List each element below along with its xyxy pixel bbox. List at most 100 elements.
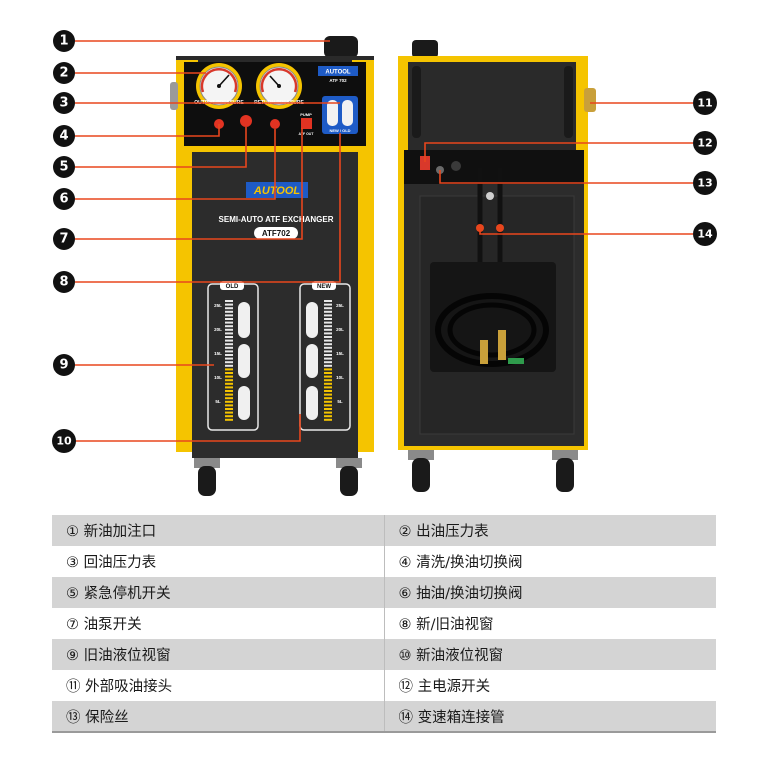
old-scale-tick — [225, 382, 233, 385]
legend-row: ⑤ 紧急停机开关 ⑥ 抽油/换油切换阀 — [52, 577, 716, 608]
svg-text:4: 4 — [59, 129, 68, 144]
new-scale-tick — [324, 318, 332, 320]
new-scale-tick — [324, 361, 332, 364]
old-scale-tick — [225, 361, 233, 364]
legend-item-13: ⑬ 保险丝 — [52, 701, 385, 733]
return-pressure-gauge — [256, 63, 302, 109]
svg-text:10: 10 — [56, 435, 72, 448]
old-scale-tick — [225, 372, 233, 374]
svg-text:12: 12 — [697, 137, 712, 150]
svg-text:1: 1 — [59, 34, 68, 49]
callout-14: 14 — [693, 222, 717, 246]
old-scale-tick — [225, 318, 233, 320]
new-scale-tick — [324, 321, 332, 324]
legend-item-10: ⑩ 新油液位视窗 — [384, 639, 716, 670]
old-scale-tick — [225, 300, 233, 302]
legend-row: ① 新油加注口 ② 出油压力表 — [52, 515, 716, 546]
new-scale-tick — [324, 310, 332, 313]
callout-2: 2 — [53, 62, 75, 84]
legend-row: ⑬ 保险丝 ⑭ 变速箱连接管 — [52, 701, 716, 733]
svg-text:13: 13 — [697, 177, 712, 190]
pump-label: PUMP — [300, 112, 312, 117]
drain-exchange-valve-knob — [270, 119, 280, 129]
callout-6: 6 — [53, 188, 75, 210]
legend-item-14: ⑭ 变速箱连接管 — [384, 701, 716, 733]
old-scale-tick — [225, 404, 233, 407]
old-scale-tick — [225, 364, 233, 367]
old-scale-tick — [225, 357, 233, 360]
svg-text:2: 2 — [59, 66, 68, 81]
new-scale-tick — [324, 418, 332, 421]
new-tank-label: NEW — [317, 284, 331, 290]
legend-item-2: ② 出油压力表 — [384, 515, 716, 546]
legend-row: ⑨ 旧油液位视窗 ⑩ 新油液位视窗 — [52, 639, 716, 670]
callout-3: 3 — [53, 92, 75, 114]
legend-item-4: ④ 清洗/换油切换阀 — [384, 546, 716, 577]
old-scale-tick — [225, 343, 233, 346]
callout-badges: 1 2 3 4 5 6 7 8 9 10 11 12 13 14 — [52, 30, 717, 453]
brand-logo: AUTOOL — [253, 185, 301, 197]
old-scale-25: 25L — [214, 303, 222, 308]
new-scale-25: 25L — [336, 303, 344, 308]
new-scale-tick — [324, 379, 332, 382]
new-scale-tick — [324, 354, 332, 356]
svg-text:11: 11 — [697, 97, 712, 110]
new-scale-10: 10L — [336, 375, 344, 380]
new-scale-tick — [324, 397, 332, 400]
new-scale-tick — [324, 375, 332, 378]
pump-switch — [301, 118, 312, 129]
new-scale-tick — [324, 368, 332, 371]
legend-item-8: ⑧ 新/旧油视窗 — [384, 608, 716, 639]
legend-item-3: ③ 回油压力表 — [52, 546, 385, 577]
new-scale-tick — [324, 400, 332, 403]
brand-small: AUTOOL — [325, 70, 351, 76]
new-scale-tick — [324, 346, 332, 349]
old-scale-tick — [225, 346, 233, 349]
new-scale-tick — [324, 300, 332, 302]
new-scale-tick — [324, 307, 332, 310]
old-scale-tick — [225, 390, 233, 392]
old-scale-tick — [225, 354, 233, 356]
product-name: SEMI-AUTO ATF EXCHANGER — [219, 215, 334, 224]
front-wheels — [194, 458, 362, 496]
legend-row: ③ 回油压力表 ④ 清洗/换油切换阀 — [52, 546, 716, 577]
old-scale-tick — [225, 393, 233, 396]
legend-item-11: ⑪ 外部吸油接头 — [52, 670, 385, 701]
old-scale-tick — [225, 408, 233, 410]
old-scale-tick — [225, 350, 233, 353]
old-scale-tick — [225, 328, 233, 331]
main-power-switch — [420, 156, 430, 170]
new-scale-20: 20L — [336, 327, 344, 332]
new-scale-tick — [324, 343, 332, 346]
new-scale-tick — [324, 339, 332, 342]
new-scale-15: 15L — [336, 351, 344, 356]
new-scale-tick — [324, 393, 332, 396]
brand-logo-plate — [246, 182, 308, 198]
legend-row: ⑪ 外部吸油接头 ⑫ 主电源开关 — [52, 670, 716, 701]
emergency-stop-button — [240, 115, 252, 127]
new-scale-5: 5L — [337, 399, 343, 404]
callout-4: 4 — [53, 125, 75, 147]
old-scale-tick — [225, 415, 233, 418]
old-scale-tick — [225, 418, 233, 421]
svg-text:7: 7 — [59, 232, 68, 247]
svg-text:6: 6 — [59, 192, 68, 207]
fill-cap — [324, 36, 358, 58]
back-view — [398, 40, 596, 492]
old-scale-5: 5L — [215, 399, 221, 404]
legend-row: ⑦ 油泵开关 ⑧ 新/旧油视窗 — [52, 608, 716, 639]
legend-item-9: ⑨ 旧油液位视窗 — [52, 639, 385, 670]
old-scale-tick — [225, 411, 233, 414]
svg-text:8: 8 — [59, 275, 68, 290]
old-scale-tick — [225, 325, 233, 328]
new-scale-tick — [324, 336, 332, 338]
old-scale-tick — [225, 321, 233, 324]
legend-item-12: ⑫ 主电源开关 — [384, 670, 716, 701]
old-scale-tick — [225, 307, 233, 310]
old-tank-label: OLD — [226, 284, 239, 290]
callout-13: 13 — [693, 171, 717, 195]
old-scale-tick — [225, 400, 233, 403]
old-scale-tick — [225, 386, 233, 389]
callout-10: 10 — [52, 429, 76, 453]
callout-9: 9 — [53, 354, 75, 376]
